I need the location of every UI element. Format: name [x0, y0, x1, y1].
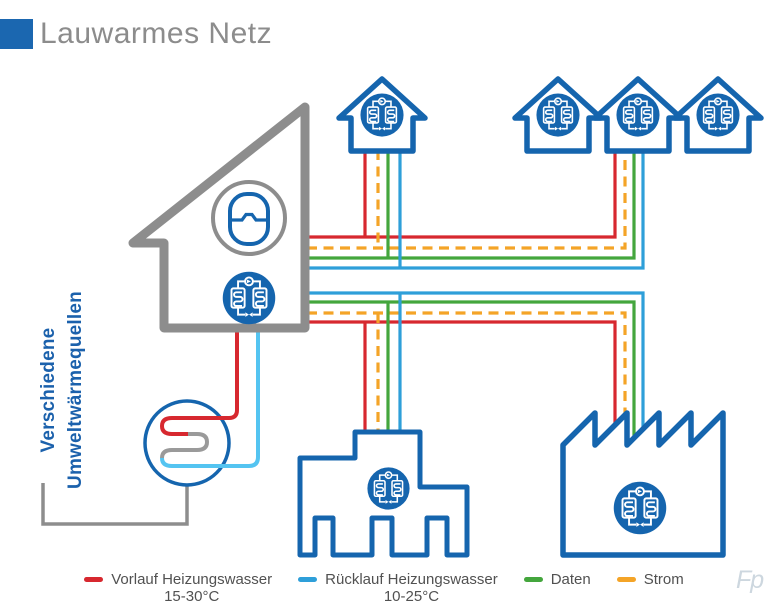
daten-color-dash-icon — [523, 577, 543, 582]
legend-item-strom: Strom — [616, 571, 684, 588]
row-house-left — [515, 79, 601, 151]
page-title: Lauwarmes Netz — [40, 17, 273, 50]
central-plant-house — [128, 102, 310, 333]
heat-pump-icon — [221, 270, 277, 326]
buffer-tank-icon — [211, 180, 287, 256]
office-building — [297, 429, 470, 558]
legend-item-ruecklauf: Rücklauf Heizungswasser 10-25°C — [298, 571, 498, 605]
row-house-right — [675, 79, 761, 151]
page-header: Lauwarmes Netz — [0, 17, 272, 51]
vorlauf-color-dash-icon — [84, 577, 104, 582]
legend-label: Daten — [550, 571, 591, 588]
watermark-logo: Fp — [736, 566, 764, 594]
ruecklauf-pipes — [307, 150, 645, 434]
source-bracket — [41, 483, 189, 526]
daten-pipes — [307, 150, 636, 438]
heat-sources-label: Verschiedene Umweltwärmequellen — [35, 255, 91, 525]
vorlauf-pipes — [307, 150, 617, 434]
factory — [560, 410, 726, 558]
heat-sources-label-line1: Verschiedene — [38, 327, 59, 453]
ruecklauf-color-dash-icon — [298, 577, 318, 582]
heat-pump-icon — [612, 480, 668, 536]
ground-source-loop — [143, 332, 260, 487]
legend: Vorlauf Heizungswasser 15-30°C Rücklauf … — [0, 571, 768, 605]
legend-label: Strom — [643, 571, 684, 588]
ground-loop-coil-icon — [143, 399, 231, 487]
legend-item-daten: Daten — [523, 571, 591, 588]
row-house-middle — [595, 79, 681, 151]
strom-color-dash-icon — [616, 577, 636, 582]
legend-item-vorlauf: Vorlauf Heizungswasser 15-30°C — [84, 571, 272, 605]
house-row — [515, 79, 761, 151]
single-house — [339, 79, 425, 151]
legend-temp: 15-30°C — [164, 588, 220, 605]
strom-pipes — [307, 150, 627, 434]
legend-label: Rücklauf Heizungswasser — [325, 571, 498, 588]
legend-temp: 10-25°C — [383, 588, 440, 605]
legend-label: Vorlauf Heizungswasser — [111, 571, 273, 588]
title-accent-square — [0, 19, 33, 49]
heat-pump-icon — [366, 466, 411, 511]
heat-sources-label-line2: Umweltwärmequellen — [65, 291, 86, 489]
